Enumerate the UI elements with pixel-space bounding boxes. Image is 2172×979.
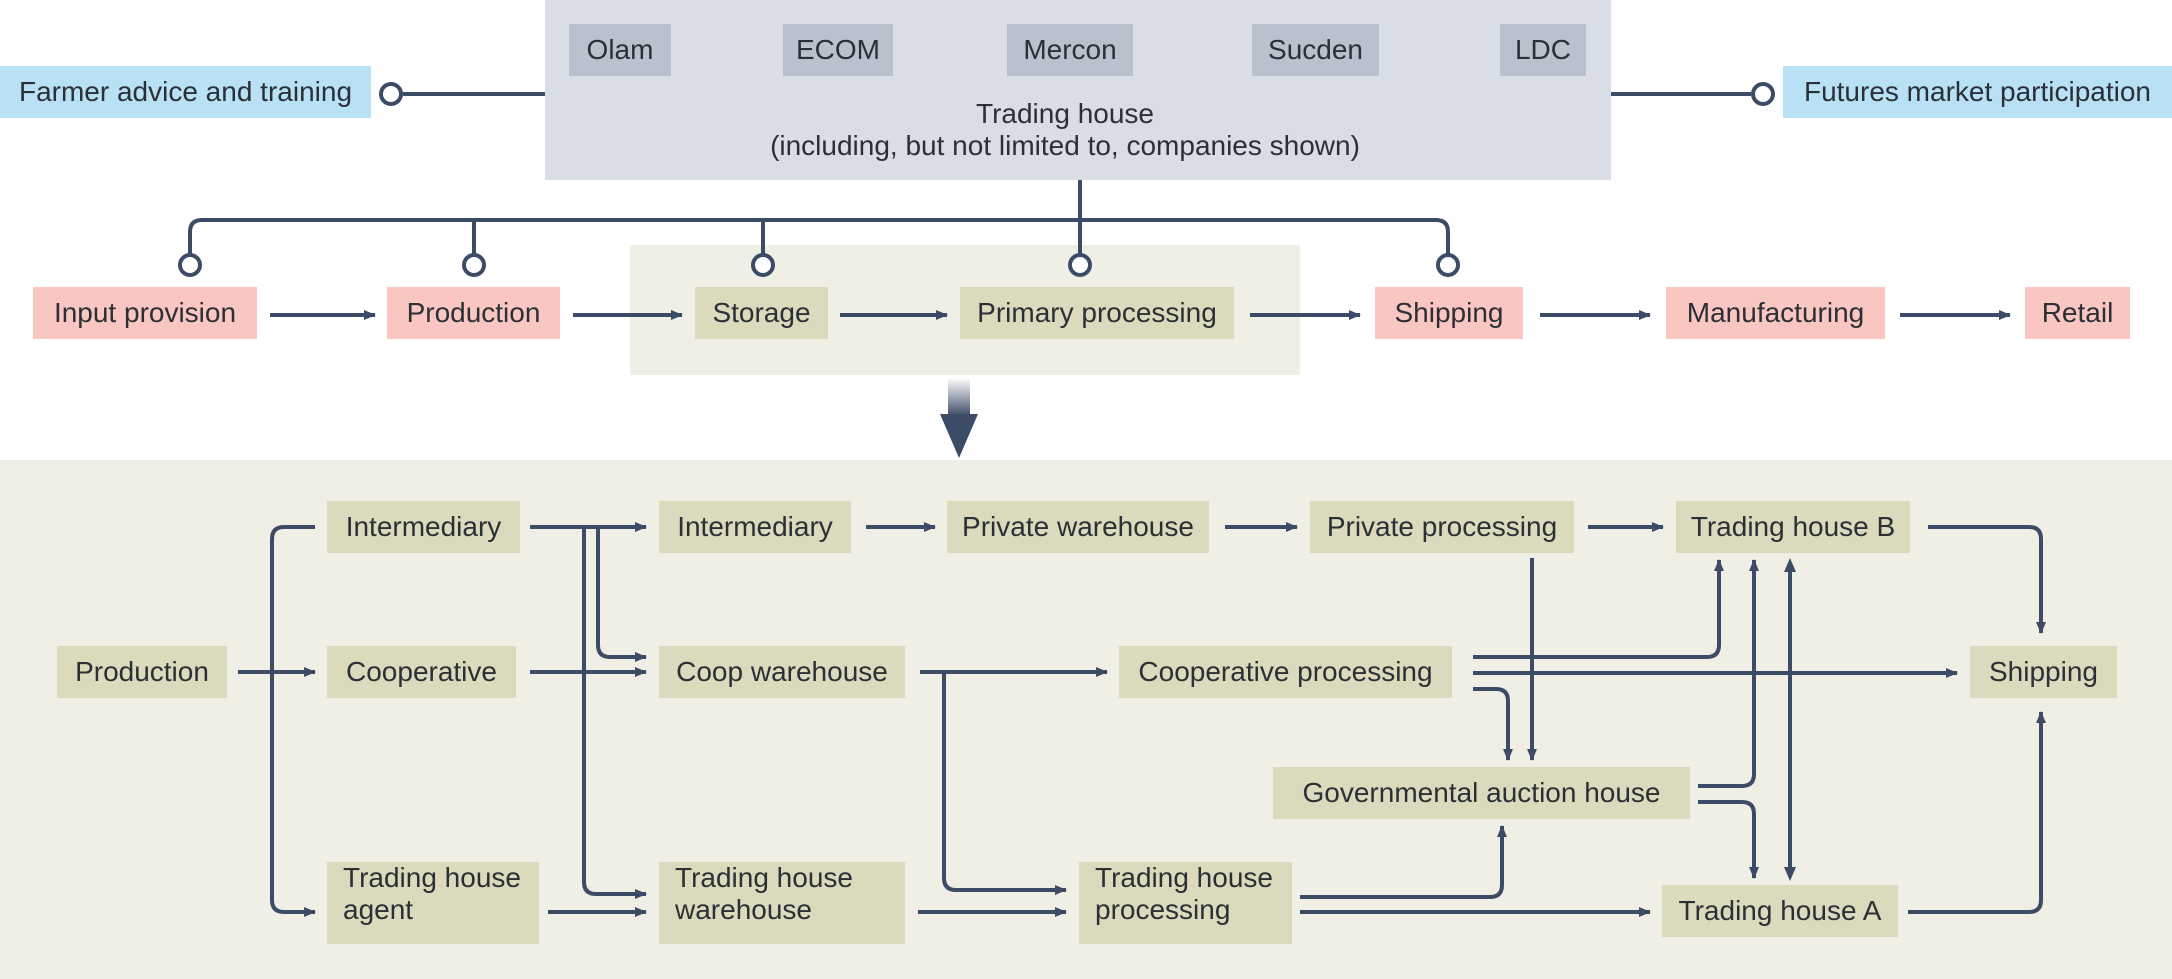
detail-cooperative-processing: Cooperative processing	[1119, 646, 1452, 698]
farmer-advice-connector-node	[379, 82, 403, 106]
arrow-auction-to-th-a	[1698, 800, 1759, 879]
node-shipping	[1436, 253, 1460, 277]
trading-house-agent-line1: Trading house	[343, 862, 521, 893]
trading-house-warehouse-line2: warehouse	[675, 894, 812, 925]
detail-governmental-auction-house: Governmental auction house	[1273, 767, 1690, 819]
farmer-advice-box: Farmer advice and training	[0, 66, 371, 118]
double-arrow-heads	[1784, 558, 1796, 881]
arrow-th-b-to-shipping	[1928, 525, 2046, 634]
stage-input-provision: Input provision	[33, 287, 257, 339]
arrow-intermediary-to-th-warehouse	[582, 527, 647, 899]
trading-house-title: Trading house	[976, 98, 1154, 129]
stage-shipping: Shipping	[1375, 287, 1523, 339]
arrowhead-up-th-b	[1784, 558, 1796, 572]
arrow-production-to-th-agent	[270, 525, 316, 917]
expand-arrow-stem	[948, 378, 970, 416]
expand-down-arrow	[940, 378, 978, 458]
detail-private-warehouse: Private warehouse	[947, 501, 1209, 553]
company-ldc: LDC	[1500, 24, 1586, 76]
arrow-coop-processing-to-auction	[1473, 687, 1513, 761]
node-production	[462, 253, 486, 277]
node-primary-processing	[1068, 253, 1092, 277]
expand-arrow-head	[940, 414, 978, 458]
detail-trading-house-warehouse: Trading house warehouse	[659, 862, 905, 944]
stage-storage: Storage	[695, 287, 828, 339]
company-mercon: Mercon	[1007, 24, 1133, 76]
futures-market-connector-node	[1751, 82, 1775, 106]
detail-intermediary-2: Intermediary	[659, 501, 851, 553]
arrow-coop-processing-to-th-b	[1473, 559, 1724, 659]
trading-house-processing-line1: Trading house	[1095, 862, 1273, 893]
arrowhead-down-th-a	[1784, 867, 1796, 881]
futures-market-box: Futures market participation	[1783, 66, 2172, 118]
arrow-auction-to-th-b	[1698, 559, 1759, 788]
trading-house-bracket	[188, 218, 1450, 254]
stage-retail: Retail	[2025, 287, 2130, 339]
trading-house-warehouse-line1: Trading house	[675, 862, 853, 893]
detail-coop-warehouse: Coop warehouse	[659, 646, 905, 698]
detail-trading-house-b: Trading house B	[1676, 501, 1910, 553]
spacer	[258, 515, 270, 527]
node-storage	[751, 253, 775, 277]
detail-shipping: Shipping	[1970, 646, 2117, 698]
stage-manufacturing: Manufacturing	[1666, 287, 1885, 339]
detail-trading-house-processing: Trading house processing	[1079, 862, 1292, 944]
arrow-th-a-to-shipping	[1908, 711, 2046, 914]
detail-trading-house-a: Trading house A	[1662, 885, 1898, 937]
node-input-provision	[178, 253, 202, 277]
company-ecom: ECOM	[783, 24, 893, 76]
trading-house-caption: Trading house (including, but not limite…	[545, 98, 1585, 162]
arrow-intermediary-to-coop-warehouse	[596, 527, 647, 662]
trading-house-agent-line2: agent	[343, 894, 414, 925]
stage-primary-processing: Primary processing	[960, 287, 1234, 339]
trading-house-processing-line2: processing	[1095, 894, 1231, 925]
arrow-coop-warehouse-to-th-processing	[942, 672, 1067, 895]
arrow-th-processing-to-auction	[1300, 825, 1507, 899]
detail-private-processing: Private processing	[1310, 501, 1574, 553]
detail-trading-house-agent: Trading house agent	[327, 862, 539, 944]
detail-production: Production	[57, 646, 227, 698]
company-sucden: Sucden	[1252, 24, 1379, 76]
detail-cooperative: Cooperative	[327, 646, 516, 698]
detail-intermediary-1: Intermediary	[327, 501, 520, 553]
stage-production: Production	[387, 287, 560, 339]
company-olam: Olam	[569, 24, 671, 76]
trading-house-subtitle: (including, but not limited to, companie…	[770, 130, 1360, 161]
